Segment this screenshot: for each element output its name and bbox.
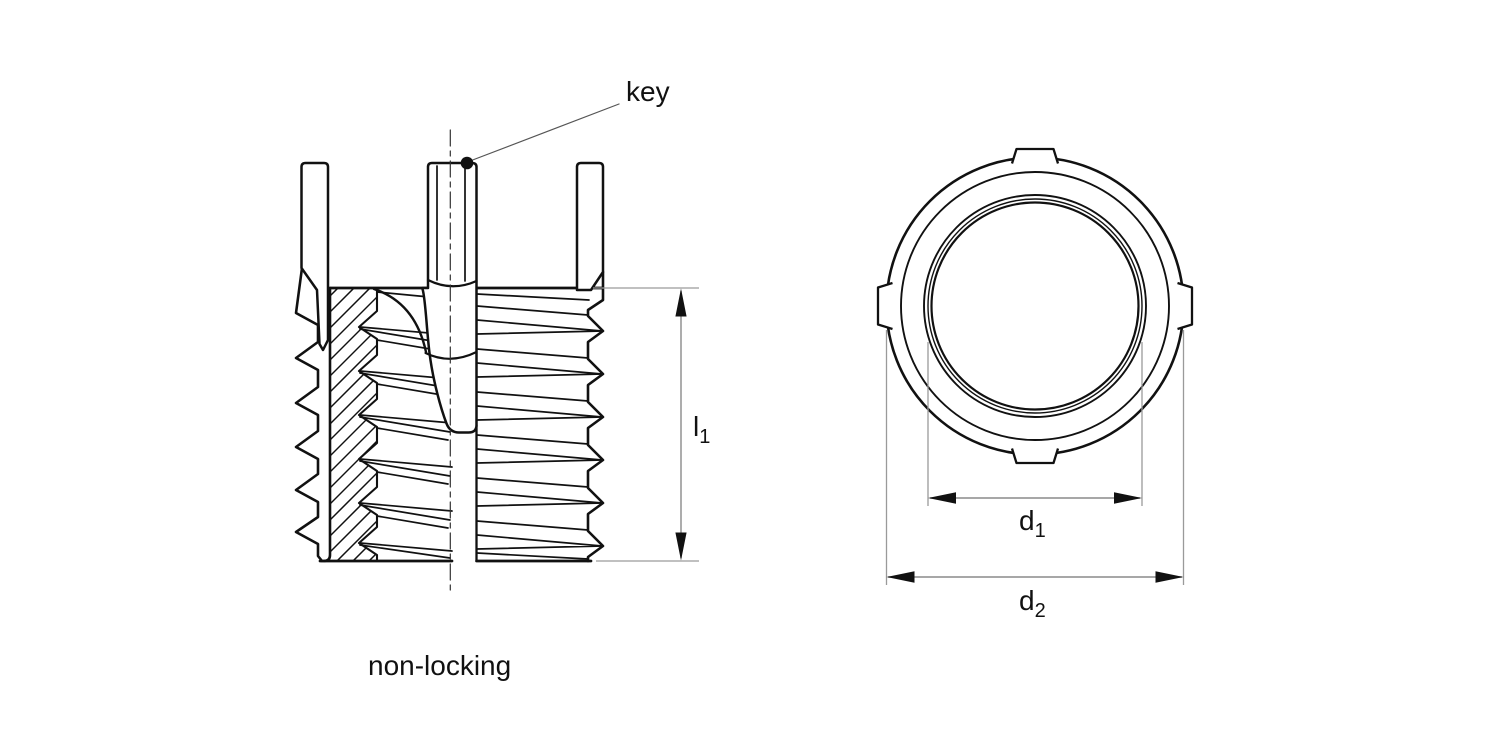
- d1-label-base: d: [1019, 505, 1035, 536]
- ring-inner-circle: [900, 171, 1170, 441]
- key-tab-left: [876, 281, 893, 331]
- l1-label-subscript: 1: [699, 426, 710, 448]
- key-tab-bottom: [1010, 448, 1060, 465]
- key-left: [300, 161, 330, 352]
- bore-circle: [930, 201, 1140, 411]
- key-tab-right: [1177, 281, 1194, 331]
- d1-label: d1: [1019, 505, 1046, 542]
- counterbore-curve: [372, 287, 428, 354]
- d2-label-subscript: 2: [1035, 600, 1046, 622]
- internal-thread-flank-lines: [359, 291, 453, 559]
- external-thread-left-edge: [294, 266, 324, 563]
- dimension-l1: [593, 287, 699, 562]
- dimension-d1: [927, 342, 1143, 506]
- l1-label-base: l: [693, 411, 699, 442]
- d2-label-base: d: [1019, 585, 1035, 616]
- key-leader-line: [469, 103, 620, 162]
- section-hatching: [330, 288, 377, 561]
- key-center: [421, 161, 478, 434]
- dimension-d2: [885, 330, 1185, 585]
- key-center-facet-lines: [436, 165, 466, 282]
- thread-circle-middle: [927, 198, 1143, 414]
- side-view: [294, 103, 620, 594]
- d1-extension-lines: [927, 342, 1143, 506]
- key-tab-top: [1010, 147, 1060, 164]
- d2-label: d2: [1019, 585, 1046, 622]
- key-label: key: [626, 76, 670, 107]
- key-leader-dot: [460, 156, 474, 170]
- view-caption: non-locking: [368, 650, 511, 681]
- key-center-arc-upper: [426, 278, 478, 288]
- thread-circle-outer: [923, 194, 1147, 418]
- top-view: [876, 147, 1194, 465]
- l1-label: l1: [693, 411, 710, 448]
- l1-arrowheads: [675, 288, 687, 561]
- d2-extension-lines: [885, 330, 1185, 585]
- external-thread-flank-lines: [476, 293, 603, 560]
- external-thread-right-edge: [586, 270, 605, 563]
- l1-extension-lines: [593, 287, 699, 562]
- internal-thread-profile: [357, 286, 379, 563]
- d1-label-subscript: 1: [1035, 520, 1046, 542]
- key-right: [575, 161, 605, 292]
